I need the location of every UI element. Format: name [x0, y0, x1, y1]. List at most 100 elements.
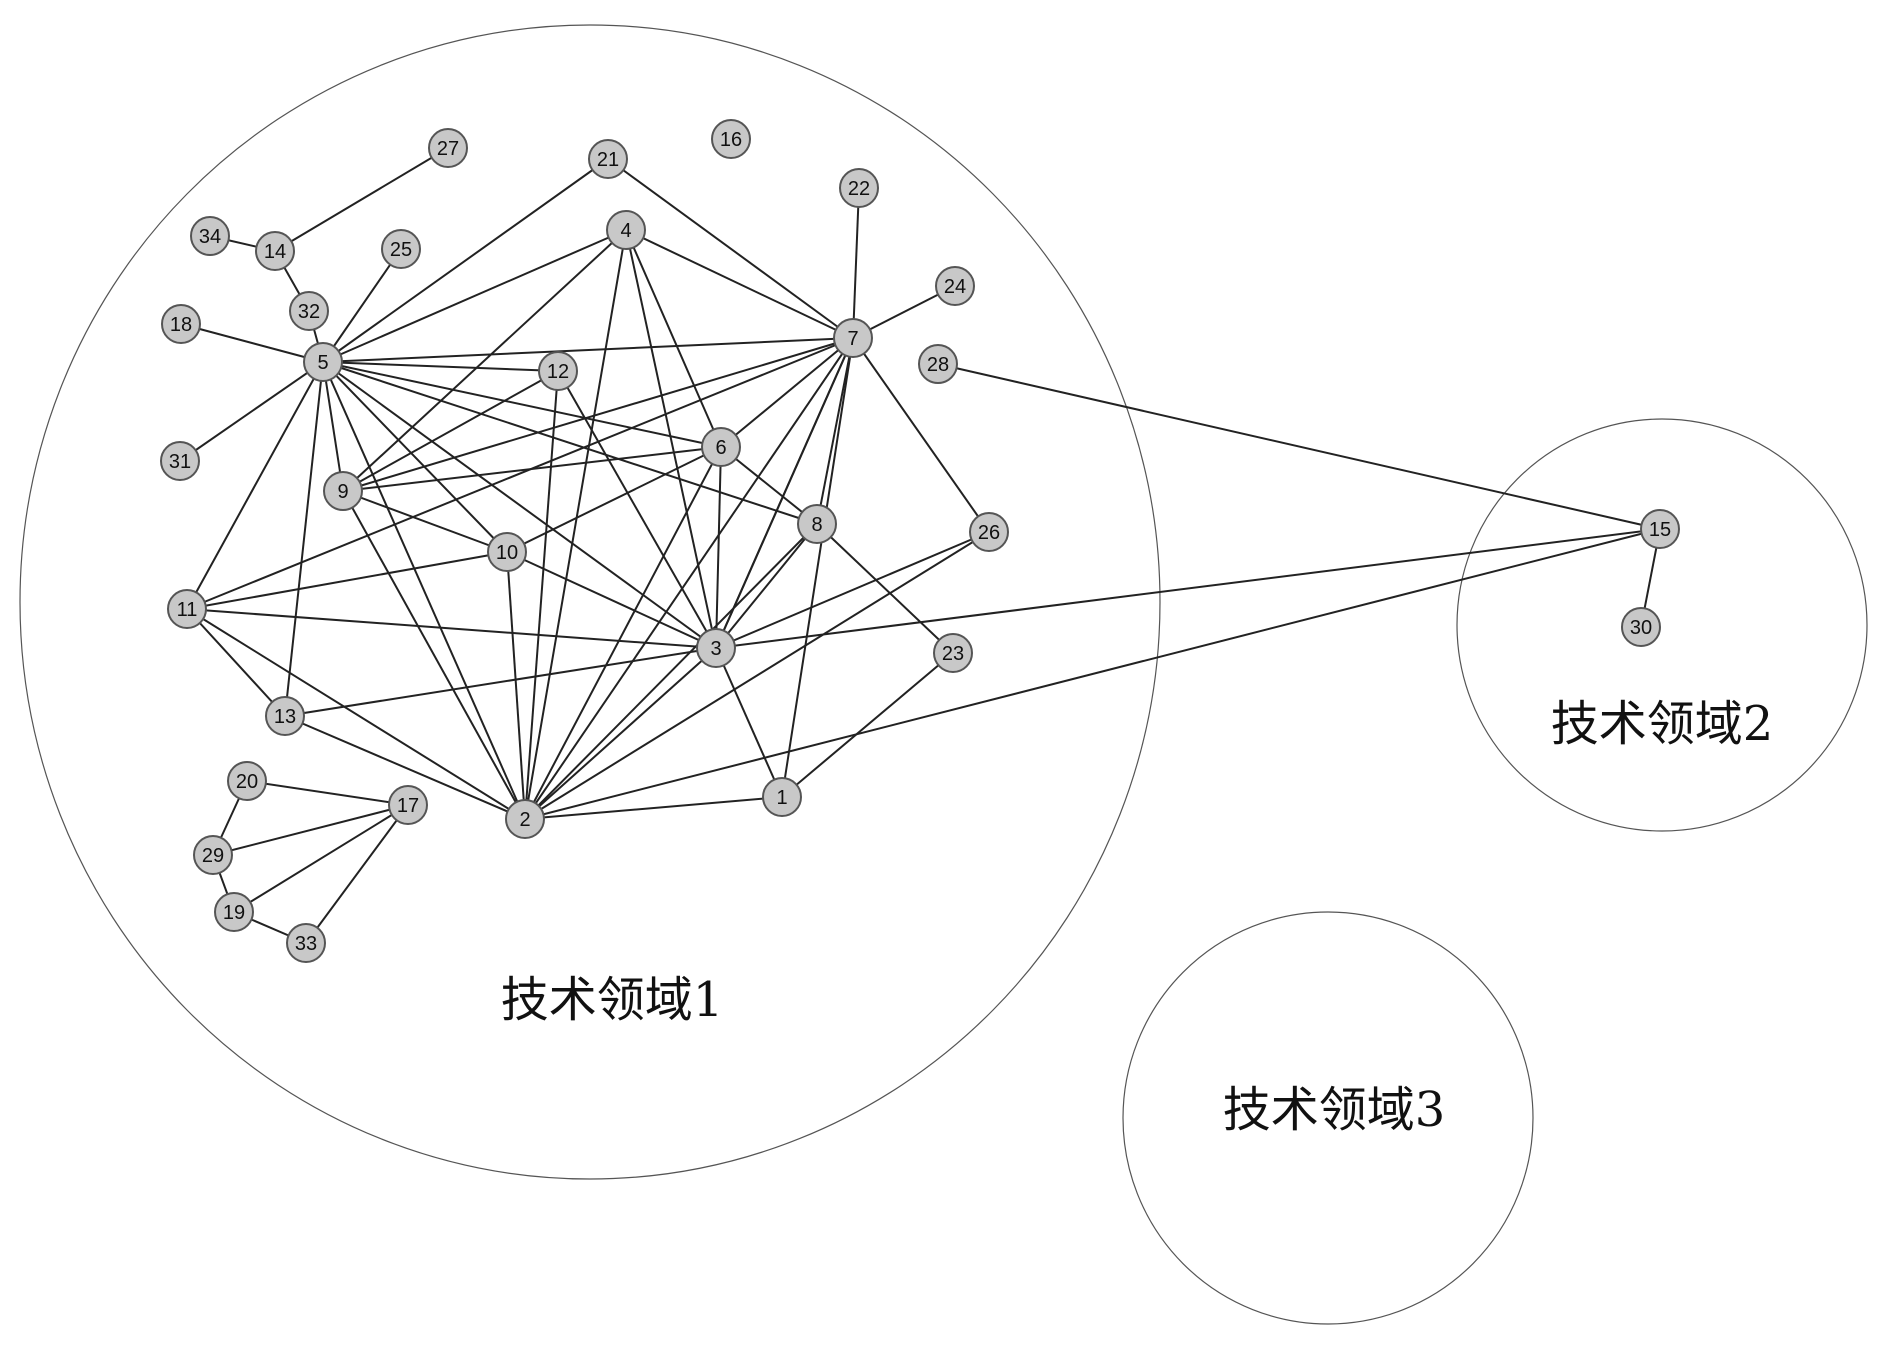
edge-4-5: [322, 229, 627, 363]
edge-5-6: [322, 361, 722, 448]
edge-12-3: [557, 370, 717, 649]
edge-4-7: [625, 229, 854, 339]
edge-10-6: [506, 446, 722, 553]
node-circle-17: [388, 785, 428, 825]
node-circle-28: [918, 344, 958, 384]
edge-4-3: [625, 229, 717, 649]
node-label-29: 29: [202, 845, 224, 867]
node-circle-21: [588, 139, 628, 179]
node-label-11: 11: [177, 599, 198, 621]
edge-28-15: [937, 363, 1661, 530]
node-label-1: 1: [776, 787, 787, 809]
node-circle-25: [381, 229, 421, 269]
edge-9-2: [342, 490, 526, 820]
node-circle-4: [606, 210, 646, 250]
edge-31-5: [179, 361, 324, 462]
node-27: 27: [428, 128, 468, 168]
node-circle-11: [167, 589, 207, 629]
node-label-12: 12: [547, 361, 569, 383]
node-circle-14: [255, 231, 295, 271]
node-label-25: 25: [390, 239, 412, 261]
node-label-14: 14: [264, 241, 286, 263]
edge-6-3: [715, 446, 722, 649]
node-7: 7: [833, 318, 873, 358]
edge-5-8: [322, 361, 818, 525]
node-circle-30: [1621, 607, 1661, 647]
node-label-3: 3: [710, 638, 721, 660]
node-circle-29: [193, 835, 233, 875]
node-29: 29: [193, 835, 233, 875]
node-1: 1: [762, 777, 802, 817]
edge-6-2: [524, 446, 722, 820]
region-label-2: 技术领域2: [1551, 696, 1774, 752]
edge-5-7: [322, 337, 854, 363]
node-4: 4: [606, 210, 646, 250]
region-label-3: 技术领域3: [1223, 1082, 1446, 1138]
edge-4-2: [524, 229, 627, 820]
node-30: 30: [1621, 607, 1661, 647]
edge-33-17: [305, 804, 409, 944]
node-label-23: 23: [942, 643, 964, 665]
node-circle-2: [505, 799, 545, 839]
edge-layer: [179, 147, 1661, 944]
node-15: 15: [1640, 509, 1680, 549]
node-11: 11: [167, 589, 207, 629]
node-label-26: 26: [978, 522, 1000, 544]
edge-7-11: [186, 337, 854, 610]
edge-5-11: [186, 361, 324, 610]
node-circle-32: [289, 291, 329, 331]
node-label-21: 21: [597, 149, 619, 171]
node-circle-22: [839, 168, 879, 208]
edge-6-8: [720, 446, 818, 525]
edge-9-7: [342, 337, 854, 492]
edge-29-17: [212, 804, 409, 856]
node-28: 28: [918, 344, 958, 384]
node-circle-9: [323, 471, 363, 511]
edge-3-1: [715, 647, 783, 798]
edge-18-5: [180, 323, 324, 363]
node-14: 14: [255, 231, 295, 271]
node-circle-12: [538, 351, 578, 391]
node-18: 18: [161, 304, 201, 344]
edge-5-3: [322, 361, 717, 649]
node-circle-34: [190, 216, 230, 256]
node-label-34: 34: [199, 226, 221, 248]
node-circle-13: [265, 696, 305, 736]
node-5: 5: [303, 342, 343, 382]
node-12: 12: [538, 351, 578, 391]
node-label-27: 27: [437, 138, 459, 160]
edge-4-9: [342, 229, 627, 492]
node-circle-5: [303, 342, 343, 382]
node-label-10: 10: [496, 542, 518, 564]
region-circles: [19, 24, 1868, 1325]
edge-21-5: [322, 158, 609, 363]
edge-7-8: [816, 337, 854, 525]
node-label-19: 19: [223, 902, 245, 924]
edge-26-2: [524, 531, 990, 820]
node-8: 8: [797, 504, 837, 544]
edge-10-2: [506, 551, 526, 820]
node-24: 24: [935, 266, 975, 306]
node-label-8: 8: [811, 514, 822, 536]
edge-19-17: [233, 804, 409, 913]
node-label-20: 20: [236, 771, 258, 793]
node-label-31: 31: [169, 451, 191, 473]
region-circle-2: [1456, 418, 1868, 832]
node-26: 26: [969, 512, 1009, 552]
edge-6-7: [720, 337, 854, 448]
edge-11-13: [186, 608, 286, 717]
node-label-6: 6: [715, 437, 726, 459]
edge-8-23: [816, 523, 954, 654]
region-labels: 技术领域1 技术领域2 技术领域3: [501, 696, 1774, 1138]
edge-11-10: [186, 551, 508, 610]
node-label-17: 17: [397, 795, 419, 817]
edge-8-3: [715, 523, 818, 649]
node-label-16: 16: [720, 129, 742, 151]
node-33: 33: [286, 923, 326, 963]
edge-26-3: [715, 531, 990, 649]
edge-5-12: [322, 361, 559, 372]
edge-11-3: [186, 608, 717, 649]
node-circle-23: [933, 633, 973, 673]
node-16: 16: [711, 119, 751, 159]
edge-22-7: [852, 187, 860, 339]
